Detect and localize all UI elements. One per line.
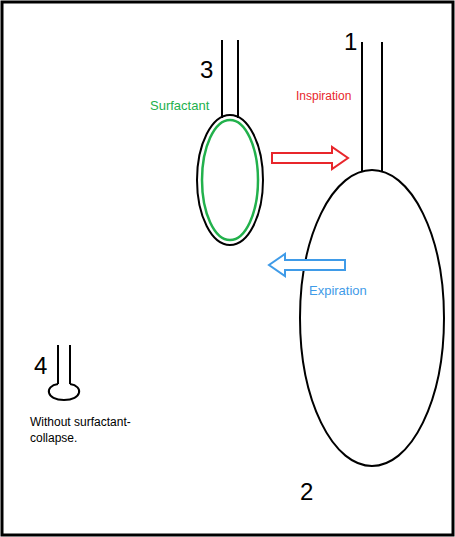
airway-wall bbox=[237, 40, 239, 118]
surfactant-layer bbox=[202, 120, 258, 240]
airway-wall bbox=[361, 42, 363, 172]
airway-wall bbox=[381, 42, 383, 172]
airway-wall bbox=[221, 40, 223, 118]
small-alveolus bbox=[197, 115, 263, 245]
part-label: Surfactant bbox=[150, 97, 209, 115]
expiration-arrow bbox=[269, 254, 345, 276]
large-alveolus bbox=[300, 170, 444, 466]
callout-number: 1 bbox=[344, 26, 357, 58]
process-label: Expiration bbox=[309, 282, 367, 300]
callout-number: 2 bbox=[300, 476, 313, 508]
collapsed-alveolus bbox=[49, 384, 79, 400]
process-label: Inspiration bbox=[296, 88, 351, 104]
inspiration-arrow bbox=[272, 147, 348, 169]
airway-wall bbox=[57, 345, 59, 384]
note-label: Without surfactant- collapse. bbox=[30, 414, 152, 446]
airway-wall bbox=[69, 345, 71, 384]
callout-number: 4 bbox=[34, 350, 47, 382]
callout-number: 3 bbox=[200, 54, 213, 86]
